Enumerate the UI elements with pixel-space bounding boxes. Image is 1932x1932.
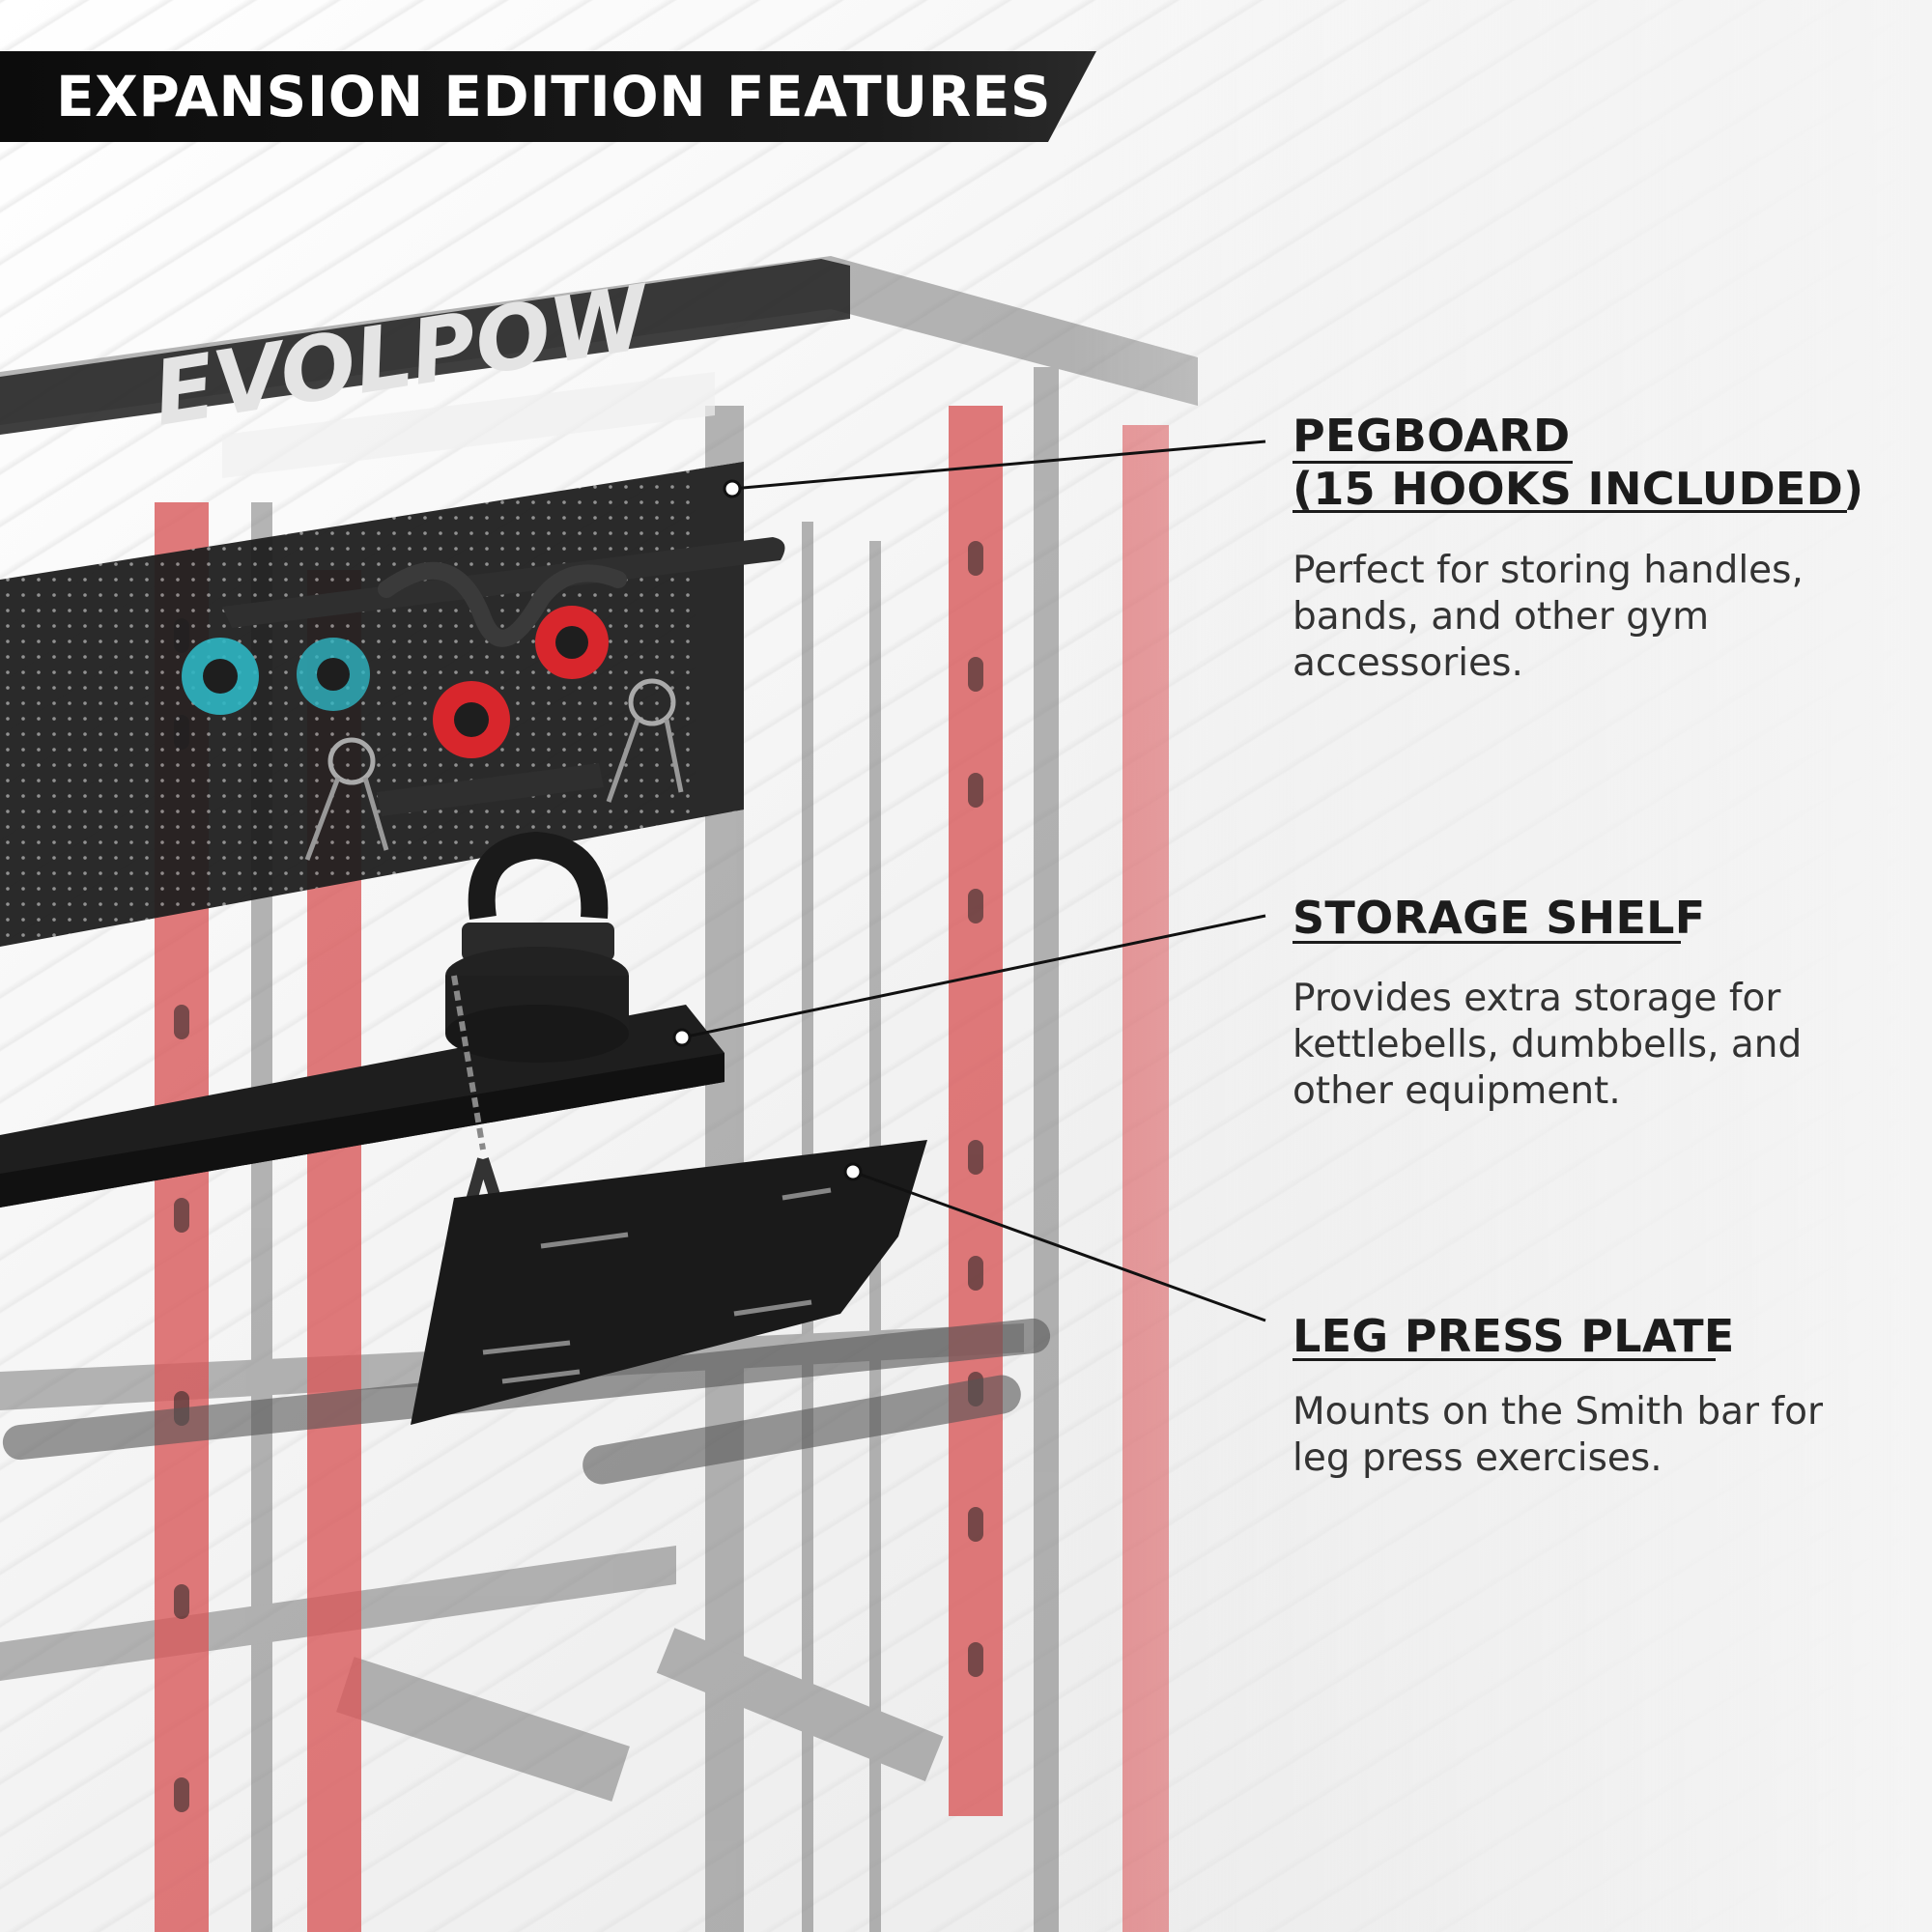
callout-desc-pegboard: Perfect for storing handles, bands, and … [1293, 549, 1804, 685]
callout-desc-leg-press-plate: Mounts on the Smith bar for leg press ex… [1293, 1390, 1824, 1480]
pegboard [0, 462, 785, 947]
callout-underline [1293, 941, 1681, 944]
callout-underline [1293, 461, 1573, 464]
callout-desc-storage-shelf: Provides extra storage for kettlebells, … [1293, 977, 1803, 1113]
callout-underline [1293, 510, 1847, 513]
callout-title-pegboard: PEGBOARD [1293, 410, 1571, 462]
callout-title-storage-shelf: STORAGE SHELF [1293, 892, 1706, 944]
storage-shelf [0, 831, 724, 1316]
banner-title: EXPANSION EDITION FEATURES [56, 64, 1052, 129]
header-banner [0, 51, 1096, 142]
callout-underline [1293, 1358, 1716, 1361]
leg-press-plate [411, 1140, 927, 1425]
callout-title-leg-press-plate: LEG PRESS PLATE [1293, 1310, 1735, 1362]
callout-subtitle-pegboard: (15 HOOKS INCLUDED) [1293, 463, 1864, 515]
